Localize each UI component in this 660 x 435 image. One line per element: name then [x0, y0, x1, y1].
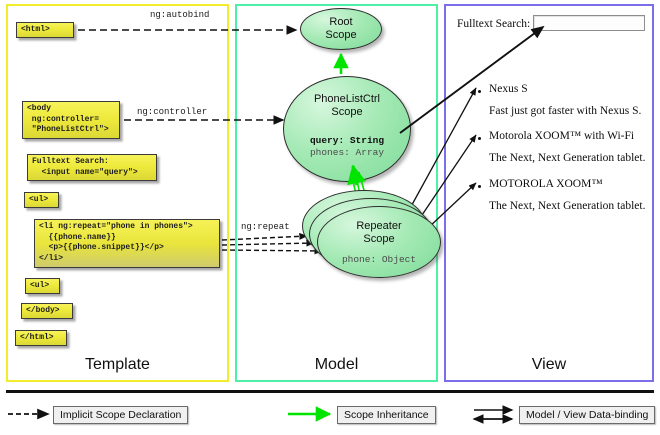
panel-template-label: Template — [85, 356, 150, 373]
list-bullet — [478, 137, 481, 140]
code-box-body-close-tag: </body> — [21, 303, 73, 319]
code-box-fulltext-search-markup: Fulltext Search: <input name="query"> — [27, 154, 157, 181]
ellipse-phonelistctrl-scope: PhoneListCtrl Scope query: String phones… — [283, 76, 411, 182]
root-scope-title-line-1: Root — [329, 16, 353, 28]
legend-model-view-data-binding: Model / View Data-binding — [519, 406, 656, 424]
ellipse-repeater-scope: Repeater Scope phone: Object — [317, 206, 441, 278]
edge-label-ng-repeat: ng:repeat — [241, 222, 290, 232]
panel-view: View — [444, 4, 654, 382]
phonelistctrl-scope-prop-query: query: String — [309, 135, 385, 146]
view-item-snippet: The Next, Next Generation tablet. — [489, 152, 646, 164]
code-box-html-close-tag: </html> — [15, 330, 67, 346]
view-item-snippet: The Next, Next Generation tablet. — [489, 200, 646, 212]
legend-scope-inheritance: Scope Inheritance — [337, 406, 436, 424]
view-item-name: Nexus S — [489, 83, 528, 95]
repeater-scope-title-line-1: Repeater — [356, 220, 402, 232]
phonelistctrl-scope-title-line-1: PhoneListCtrl — [313, 93, 381, 105]
panel-view-label: View — [531, 356, 567, 373]
legend-arrow-double — [472, 405, 514, 424]
code-box-ul-open-tag: <ul> — [24, 192, 59, 208]
code-box-ul-close-tag: <ul> — [25, 278, 60, 294]
phonelistctrl-scope-title-line-2: Scope — [331, 106, 363, 118]
repeater-scope-title-line-2: Scope — [363, 233, 395, 245]
fulltext-search-input[interactable] — [533, 15, 645, 31]
ellipse-root-scope: Root Scope — [300, 8, 382, 50]
repeater-scope-prop-phone: phone: Object — [341, 254, 417, 265]
view-item-snippet: Fast just got faster with Nexus S. — [489, 105, 642, 117]
list-bullet — [478, 185, 481, 188]
view-search-label: Fulltext Search: — [457, 18, 531, 30]
view-item-name: MOTOROLA XOOM™ — [489, 178, 603, 190]
edge-label-ng-autobind: ng:autobind — [150, 10, 210, 20]
list-bullet — [478, 90, 481, 93]
code-box-li-ng-repeat-markup: <li ng:repeat="phone in phones"> {{phone… — [34, 219, 220, 268]
view-item-name: Motorola XOOM™ with Wi-Fi — [489, 130, 635, 142]
code-box-html-open-tag: <html> — [16, 22, 74, 38]
phonelistctrl-scope-prop-phones: phones: Array — [309, 147, 385, 158]
edge-label-ng-controller: ng:controller — [137, 107, 208, 117]
code-box-body-controller-tag: <body ng:controller= "PhoneListCtrl"> — [22, 101, 120, 139]
legend-separator — [6, 390, 654, 393]
root-scope-title-line-2: Scope — [325, 29, 357, 41]
legend-implicit-scope-declaration: Implicit Scope Declaration — [53, 406, 189, 424]
panel-model-label: Model — [314, 356, 359, 373]
